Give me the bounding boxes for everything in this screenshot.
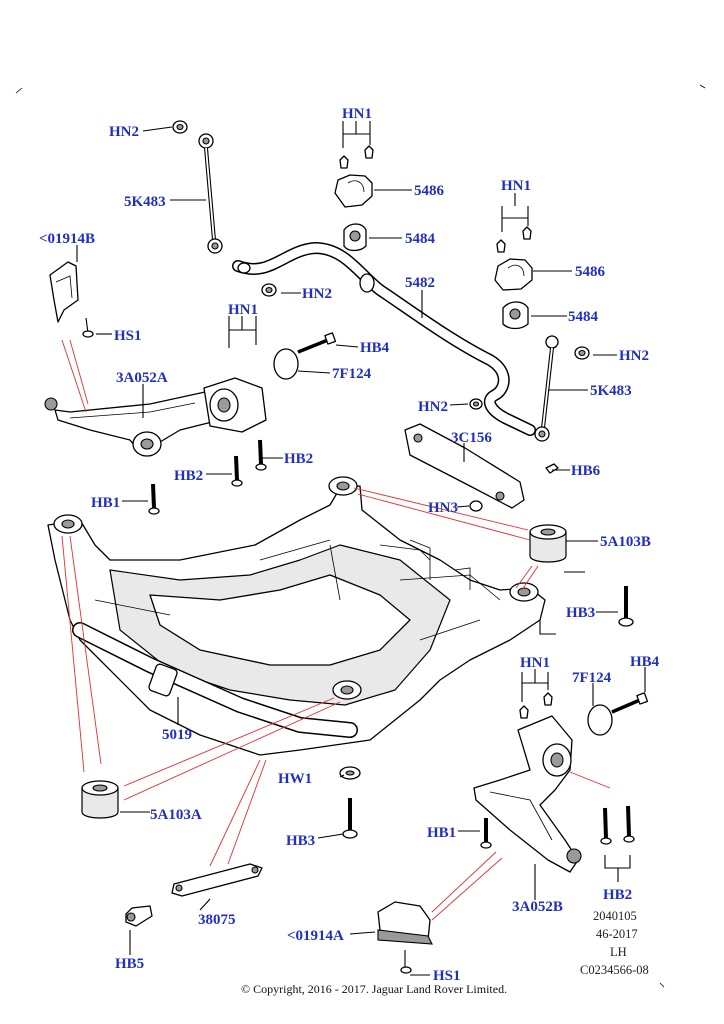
label-hb6: HB6	[571, 463, 601, 479]
label-5484-right: 5484	[568, 309, 599, 325]
label-01914a: <01914A	[287, 928, 344, 944]
label-hb2-left-a: HB2	[174, 468, 203, 484]
corner-marks	[15, 84, 706, 988]
nut-hn2-mid	[261, 283, 277, 297]
bushing-5a103b	[529, 524, 567, 563]
label-5k483-right: 5K483	[590, 383, 632, 399]
bushing-5a103a	[81, 780, 119, 819]
bolt-hb3-right	[539, 571, 634, 635]
label-hb2-left-b: HB2	[284, 451, 313, 467]
nut-hn2-lower	[469, 398, 483, 410]
copyright-notice: © Copyright, 2016 - 2017. Jaguar Land Ro…	[241, 982, 507, 996]
label-5k483-top: 5K483	[124, 194, 166, 210]
nuts-hn1-lower	[519, 692, 553, 719]
label-hn2-right: HN2	[619, 348, 649, 364]
strut-38075	[125, 863, 263, 927]
bar-bushing-right	[502, 301, 529, 330]
label-5019: 5019	[162, 727, 192, 743]
bushing-7f124-lower	[587, 692, 649, 736]
label-hb4-lower: HB4	[630, 654, 660, 670]
lower-arm-left	[44, 391, 215, 457]
label-5486-top: 5486	[414, 183, 445, 199]
label-5a103b: 5A103B	[600, 534, 651, 550]
label-hn1-right: HN1	[501, 178, 531, 194]
bushing-7f124-top	[203, 332, 337, 433]
lower-arm-right	[473, 715, 582, 873]
labels: HN2 HN1 5486 5K483 5484 HN1 <01914B 5486…	[39, 106, 660, 984]
ref-line-3: LH	[610, 945, 627, 959]
label-hn3: HN3	[428, 500, 458, 516]
ref-line-1: 2040105	[593, 909, 637, 923]
stabilizer-bar	[232, 241, 536, 436]
leader-lines	[76, 121, 646, 976]
bolt-hb3-lower	[339, 766, 361, 839]
label-hs1-top: HS1	[114, 328, 142, 344]
heat-shield-a	[377, 901, 433, 974]
label-hb4-top: HB4	[360, 340, 390, 356]
highlight-lines	[61, 339, 611, 921]
diagram-reference: 2040105 46-2017 LH C0234566-08	[580, 909, 649, 977]
label-5a103a: 5A103A	[150, 807, 202, 823]
ref-line-2: 46-2017	[596, 927, 638, 941]
nut-hn2-top	[172, 120, 188, 134]
bar-bushing-top	[343, 223, 367, 252]
bolt-hb1-left	[148, 483, 160, 515]
label-hb2-lower: HB2	[603, 887, 632, 903]
label-3a052a: 3A052A	[116, 370, 168, 386]
label-hn1-left: HN1	[228, 302, 258, 318]
heat-shield-b	[49, 261, 94, 338]
stabilizer-link-right	[534, 335, 559, 442]
bar-bracket-right	[494, 226, 533, 291]
subframe	[47, 476, 546, 756]
label-38075: 38075	[198, 912, 236, 928]
label-hn1-top: HN1	[342, 106, 372, 122]
bolts-hb2-left	[231, 439, 267, 487]
stabilizer-link-left	[198, 133, 223, 254]
bolts-hb1-hb2-lower	[480, 805, 635, 849]
label-7f124-top: 7F124	[332, 366, 372, 382]
label-hn1-lower: HN1	[520, 655, 550, 671]
label-hn2-lower: HN2	[418, 399, 448, 415]
label-3a052b: 3A052B	[512, 899, 563, 915]
label-5484-top: 5484	[405, 231, 436, 247]
label-hb1-left: HB1	[91, 495, 120, 511]
label-5486-right: 5486	[575, 264, 606, 280]
brace-3c156	[404, 423, 559, 509]
label-hn2-top: HN2	[109, 124, 139, 140]
label-hb3-lower: HB3	[286, 833, 315, 849]
label-7f124-lower: 7F124	[572, 670, 612, 686]
label-hb5: HB5	[115, 956, 144, 972]
label-01914b: <01914B	[39, 231, 95, 247]
label-5482: 5482	[405, 275, 435, 291]
label-hs1-lower: HS1	[433, 968, 461, 984]
bar-bracket-top	[334, 145, 374, 208]
label-hw1: HW1	[278, 771, 312, 787]
nut-hn2-right	[574, 346, 590, 360]
nut-hn3	[469, 500, 483, 512]
label-hn2-mid: HN2	[302, 286, 332, 302]
label-hb1-lower: HB1	[427, 825, 456, 841]
label-hb3-right: HB3	[566, 605, 595, 621]
ref-line-4: C0234566-08	[580, 963, 649, 977]
label-3c156: 3C156	[451, 430, 492, 446]
